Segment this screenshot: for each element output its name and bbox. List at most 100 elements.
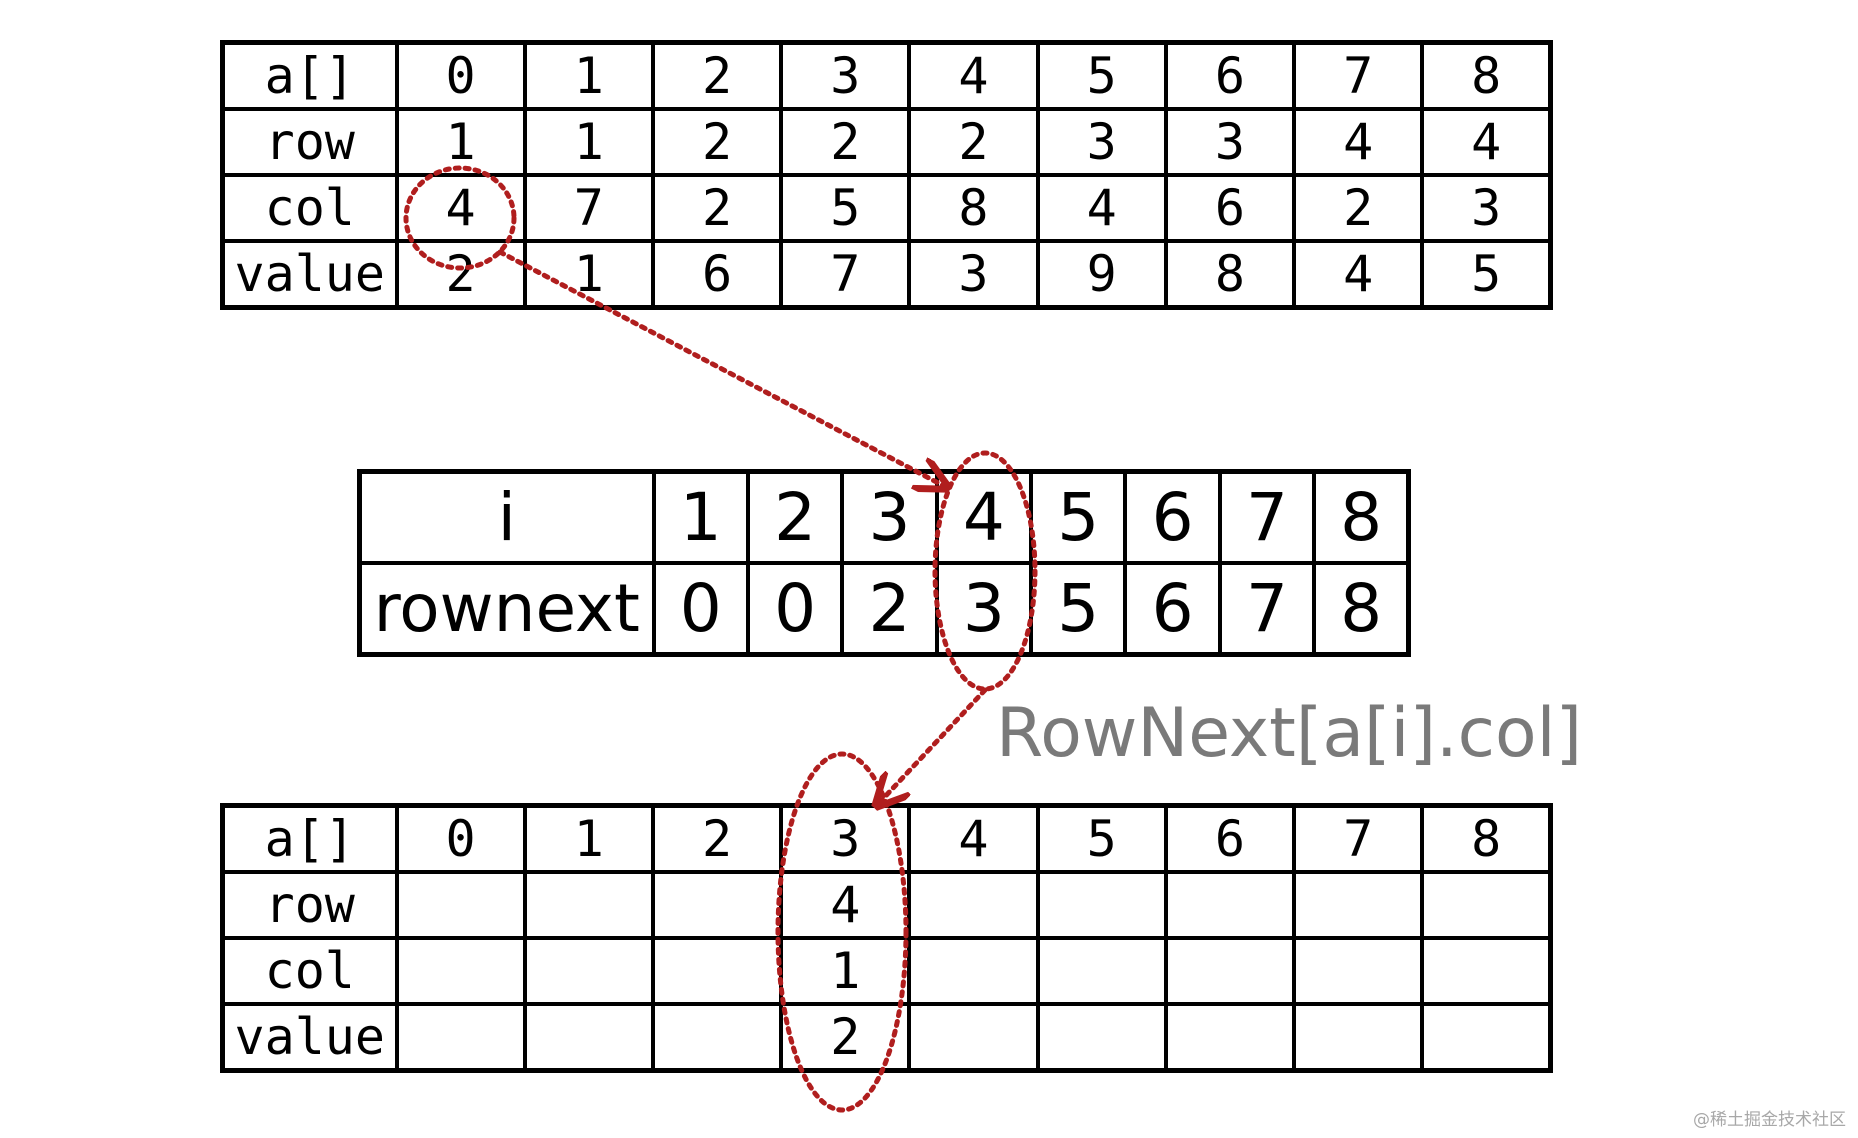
table-cell: 0 [651, 561, 750, 657]
table-cell: 3 [907, 239, 1040, 310]
table-cell [1420, 936, 1553, 1006]
table-cell: 1 [651, 469, 750, 565]
table-cell: 2 [907, 107, 1040, 177]
table-cell: 4 [907, 40, 1040, 111]
table-cell: 7 [1292, 40, 1425, 111]
table-top: a[] 0 1 2 3 4 5 6 7 8 row 1 1 2 2 2 3 3 … [220, 40, 1553, 310]
table-cell [1163, 870, 1297, 940]
table-cell: 4 [394, 173, 527, 243]
table-row-i: i 1 2 3 4 5 6 7 8 [357, 469, 1411, 565]
table-cell: 8 [1312, 469, 1411, 565]
table-cell: 2 [779, 1002, 912, 1073]
table-cell: 3 [779, 40, 912, 111]
table-middle: i 1 2 3 4 5 6 7 8 rownext 0 0 2 3 5 6 7 … [357, 469, 1411, 657]
table-cell: 5 [1028, 561, 1128, 657]
table-row-value: value 2 1 6 7 3 9 8 4 5 [220, 239, 1553, 310]
row-header: i [357, 469, 656, 565]
table-cell: 1 [522, 107, 655, 177]
table-cell: 5 [1420, 239, 1553, 310]
table-cell: 6 [1163, 803, 1297, 874]
table-cell [1035, 870, 1168, 940]
table-cell [1292, 870, 1425, 940]
row-header: col [220, 173, 399, 243]
table-cell [522, 1002, 655, 1073]
table-cell: 6 [1163, 173, 1297, 243]
table-bottom: a[] 0 1 2 3 4 5 6 7 8 row 4 col [220, 803, 1553, 1073]
table-cell: 4 [779, 870, 912, 940]
table-cell [1292, 936, 1425, 1006]
table-cell [1035, 1002, 1168, 1073]
table-row-col: col 1 [220, 936, 1553, 1006]
table-cell [650, 870, 784, 940]
table-cell: 3 [1420, 173, 1553, 243]
table-cell: 7 [779, 239, 912, 310]
row-header: value [220, 239, 399, 310]
table-cell: 6 [1123, 561, 1222, 657]
table-cell: 4 [1420, 107, 1553, 177]
table-cell [907, 1002, 1040, 1073]
table-cell: 8 [1312, 561, 1411, 657]
highlight-col-cell [403, 165, 517, 271]
table-cell: 4 [1035, 173, 1168, 243]
table-cell: 8 [1420, 40, 1553, 111]
table-cell [650, 1002, 784, 1073]
table-cell: 2 [745, 469, 845, 565]
table-cell: 3 [1163, 107, 1297, 177]
table-cell: 1 [779, 936, 912, 1006]
formula-label: RowNext[a[i].col] [996, 694, 1583, 773]
table-cell: 3 [840, 469, 939, 565]
table-cell: 8 [1163, 239, 1297, 310]
table-cell: 9 [1035, 239, 1168, 310]
table-cell [1420, 1002, 1553, 1073]
table-cell: 1 [522, 40, 655, 111]
table-cell: 5 [1035, 803, 1168, 874]
table-cell: 6 [650, 239, 784, 310]
table-cell: 4 [907, 803, 1040, 874]
table-cell: 5 [1035, 40, 1168, 111]
table-cell: 1 [522, 803, 655, 874]
table-cell [1163, 1002, 1297, 1073]
table-cell: 2 [650, 40, 784, 111]
row-header: row [220, 870, 399, 940]
table-cell: 8 [1420, 803, 1553, 874]
table-cell [1292, 1002, 1425, 1073]
table-cell: 6 [1163, 40, 1297, 111]
table-cell [522, 870, 655, 940]
table-cell: 5 [1028, 469, 1128, 565]
table-cell: 8 [907, 173, 1040, 243]
row-header: rownext [357, 561, 656, 657]
table-cell: 4 [1292, 239, 1425, 310]
table-cell [394, 870, 527, 940]
table-cell: 2 [840, 561, 939, 657]
table-cell [522, 936, 655, 1006]
arrow-col-to-index [497, 249, 944, 486]
table-cell [907, 936, 1040, 1006]
table-cell [1420, 870, 1553, 940]
table-row-value: value 2 [220, 1002, 1553, 1073]
table-cell: 0 [745, 561, 845, 657]
table-cell: 2 [779, 107, 912, 177]
table-cell: 3 [1035, 107, 1168, 177]
row-header: row [220, 107, 399, 177]
row-header: a[] [220, 40, 399, 111]
table-cell: 3 [934, 561, 1034, 657]
table-cell: 2 [650, 173, 784, 243]
table-cell: 2 [650, 803, 784, 874]
table-cell: 2 [1292, 173, 1425, 243]
table-cell [394, 1002, 527, 1073]
table-row-rownext: rownext 0 0 2 3 5 6 7 8 [357, 561, 1411, 657]
highlight-rownext-column [932, 450, 1038, 692]
table-row-row: row 1 1 2 2 2 3 3 4 4 [220, 107, 1553, 177]
table-row-col: col 4 7 2 5 8 4 6 2 3 [220, 173, 1553, 243]
watermark: @稀土掘金技术社区 [1693, 1110, 1846, 1130]
table-cell [907, 870, 1040, 940]
table-row-row: row 4 [220, 870, 1553, 940]
table-cell: 7 [1217, 469, 1317, 565]
highlight-bottom-column [775, 751, 909, 1113]
row-header: value [220, 1002, 399, 1073]
table-cell: 7 [522, 173, 655, 243]
table-cell [1035, 936, 1168, 1006]
table-cell: 5 [779, 173, 912, 243]
table-cell: 7 [1217, 561, 1317, 657]
